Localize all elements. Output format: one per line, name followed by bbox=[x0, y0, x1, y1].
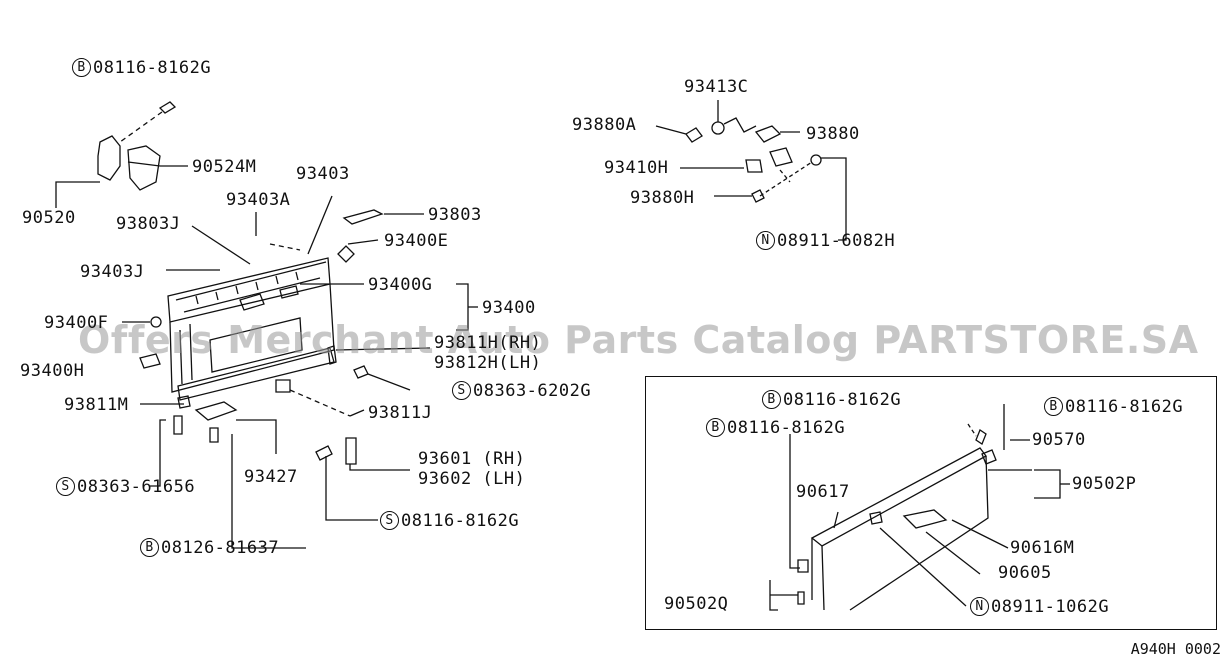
part-label-90617: 90617 bbox=[796, 482, 850, 502]
part-label-93811M: 93811M bbox=[64, 395, 129, 415]
part-label-93400G: 93400G bbox=[368, 275, 433, 295]
part-label-93880A: 93880A bbox=[572, 115, 637, 135]
part-label-93403: 93403 bbox=[296, 164, 350, 184]
part-label-90616M: 90616M bbox=[1010, 538, 1075, 558]
inset-frame bbox=[645, 376, 1217, 630]
part-label-90570: 90570 bbox=[1032, 430, 1086, 450]
inset-handle-drawing bbox=[769, 404, 1070, 611]
part-label-93811H: 93811H(RH) bbox=[434, 333, 542, 353]
part-label-93427: 93427 bbox=[244, 467, 298, 487]
tailgate-panel-drawing bbox=[167, 257, 335, 401]
part-label-93880: 93880 bbox=[806, 124, 860, 144]
part-label-93803: 93803 bbox=[428, 205, 482, 225]
part-label-90520: 90520 bbox=[22, 208, 76, 228]
part-label-90502P: 90502P bbox=[1072, 474, 1137, 494]
part-label-93400E: 93400E bbox=[384, 231, 449, 251]
part-label-93880H: 93880H bbox=[630, 188, 695, 208]
strip-drawing-93803 bbox=[342, 209, 384, 225]
latch-assembly-drawing bbox=[655, 100, 847, 241]
part-label-93812H: 93812H(LH) bbox=[434, 353, 542, 373]
part-label-93811J: 93811J bbox=[368, 403, 433, 423]
diagram-code: A940H 0002 bbox=[1130, 640, 1221, 658]
part-label-93413C: 93413C bbox=[684, 77, 749, 97]
part-label-93601: 93601 (RH) bbox=[418, 449, 526, 469]
part-label-93602: 93602 (LH) bbox=[418, 469, 526, 489]
part-label-90605: 90605 bbox=[998, 563, 1052, 583]
part-label-93403J: 93403J bbox=[80, 262, 145, 282]
part-label-93400: 93400 bbox=[482, 298, 536, 318]
part-label-93400H: 93400H bbox=[20, 361, 85, 381]
part-label-93410H: 93410H bbox=[604, 158, 669, 178]
part-label-93400F: 93400F bbox=[44, 313, 109, 333]
bolt-drawing-top-left bbox=[119, 101, 177, 143]
part-label-93803J: 93803J bbox=[116, 214, 181, 234]
part-label-93403A: 93403A bbox=[226, 190, 291, 210]
watermark-text: Offers Merchant Auto Parts Catalog PARTS… bbox=[78, 318, 1199, 362]
part-label-90524M: 90524M bbox=[192, 157, 257, 177]
part-label-90502Q: 90502Q bbox=[664, 594, 729, 614]
hinge-bracket-drawing bbox=[97, 135, 161, 191]
